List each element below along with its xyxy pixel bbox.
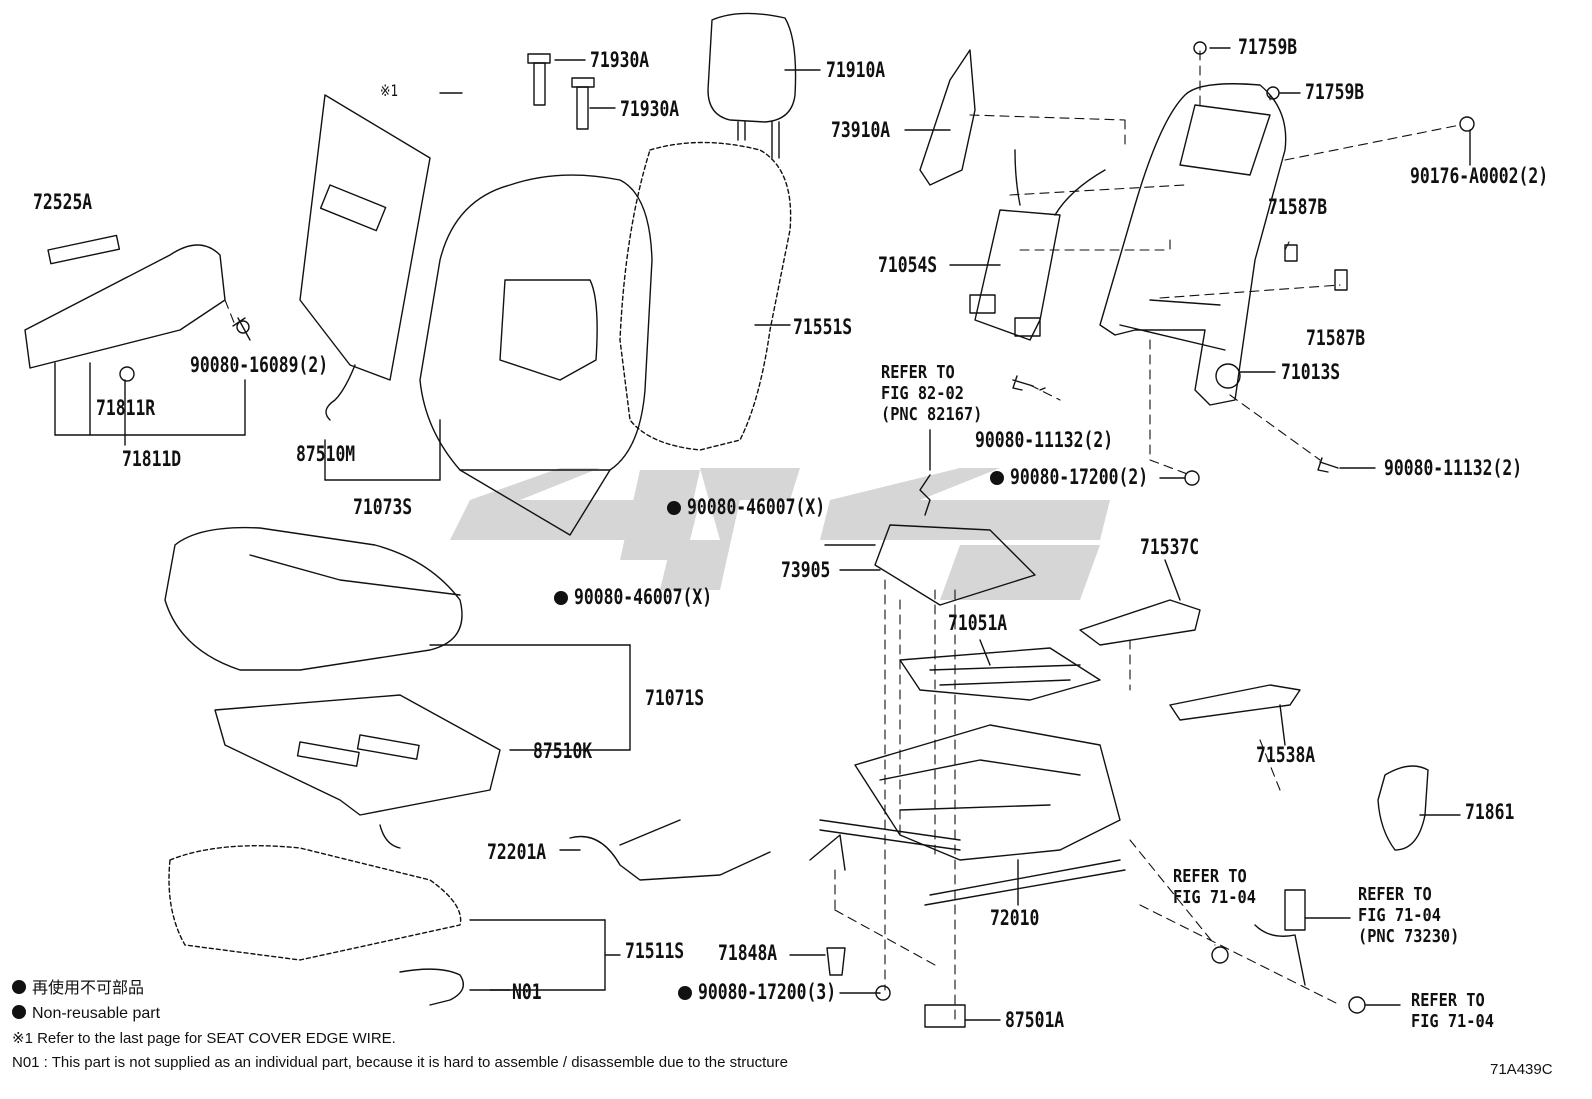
edge-wire <box>399 968 464 1006</box>
seatback-frame <box>1099 83 1287 406</box>
label-72525a: 72525A <box>33 190 93 214</box>
side-shield <box>24 234 250 382</box>
seatback-heater <box>299 94 431 421</box>
label-text: 90080-17200(2) <box>1010 465 1149 489</box>
grommet-71759b <box>1266 86 1280 100</box>
legend-dot <box>12 980 26 994</box>
inner-shield-71537c <box>1079 599 1201 646</box>
pin-71930a <box>527 53 595 130</box>
label-87510m: 87510M <box>296 442 356 466</box>
label-73910a: 73910A <box>831 118 891 142</box>
watermark-logo <box>450 468 1110 600</box>
leader-lines <box>54 47 1471 1021</box>
label-71051a: 71051A <box>948 611 1008 635</box>
seat-heater <box>214 694 501 849</box>
label-71861: 71861 <box>1465 800 1515 824</box>
legend-dot <box>12 1005 26 1019</box>
ref-fig-82-02: REFER TO FIG 82-02 (PNC 82167) <box>881 362 983 425</box>
label-71759b-2: 71759B <box>1305 80 1365 104</box>
clip-71587b <box>1334 269 1348 291</box>
seat-cushion-pad <box>164 526 463 671</box>
label-90080-11132: 90080-11132(2) <box>975 428 1114 452</box>
label-71013s: 71013S <box>1281 360 1341 384</box>
legend-en: Non-reusable part <box>12 1005 160 1022</box>
label-90080-46007: 90080-46007(X) <box>667 497 864 518</box>
ref-fig-71-04-2: REFER TO FIG 71-04 <box>1411 990 1494 1032</box>
seat-back-board-71861 <box>1377 765 1429 851</box>
label-90080-46007-2: 90080-46007(X) <box>554 587 751 608</box>
side-airbag <box>919 49 976 186</box>
label-n01: N01 <box>512 980 542 1004</box>
clip-71587b <box>1284 244 1298 262</box>
seatback-pad <box>419 174 653 536</box>
assembly-lines <box>224 49 1461 1021</box>
label-90080-17200-3: 90080-17200(3) <box>678 982 875 1003</box>
label-star1: ※1 <box>380 81 398 100</box>
label-71071s: 71071S <box>645 686 705 710</box>
non-reusable-dot <box>667 500 681 515</box>
label-71811d: 71811D <box>122 447 182 471</box>
non-reusable-dot <box>678 985 692 1000</box>
label-90080-11132-2: 90080-11132(2) <box>1384 456 1523 480</box>
label-71538a: 71538A <box>1256 743 1316 767</box>
label-71848a: 71848A <box>718 941 778 965</box>
inner-shield-71538a <box>1169 684 1301 721</box>
label-71054s: 71054S <box>878 253 938 277</box>
label-72010: 72010 <box>990 906 1040 930</box>
label-90080-17200-2: 90080-17200(2) <box>990 467 1187 488</box>
label-71587b-2: 71587B <box>1306 326 1366 350</box>
label-71910a: 71910A <box>826 58 886 82</box>
legend-jp: 再使用不可部品 <box>12 980 144 997</box>
label-71759b: 71759B <box>1238 35 1298 59</box>
label-text: 90080-17200(3) <box>698 980 837 1004</box>
label-87510k: 87510K <box>533 739 593 763</box>
seat-cushion-cover <box>168 845 462 961</box>
label-71511s: 71511S <box>625 939 685 963</box>
label-87501a: 87501A <box>1005 1008 1065 1032</box>
label-71930a: 71930A <box>590 48 650 72</box>
ref-fig-71-04: REFER TO FIG 71-04 <box>1173 866 1256 908</box>
legend-en-text: Non-reusable part <box>32 1005 161 1022</box>
occupant-sensor <box>824 474 1036 606</box>
label-90176: 90176-A0002(2) <box>1410 164 1549 188</box>
seatback-cover <box>619 141 792 451</box>
label-73905: 73905 <box>781 558 831 582</box>
label-text: 90080-46007(X) <box>687 495 826 519</box>
label-90080-16089: 90080-16089(2) <box>190 353 329 377</box>
connector-87501a <box>924 1004 966 1028</box>
clip-71848a <box>826 947 846 976</box>
label-71073s: 71073S <box>353 495 413 519</box>
label-71537c: 71537C <box>1140 535 1200 559</box>
bolts <box>232 317 1339 1001</box>
seat-frame-adjuster <box>809 724 1126 906</box>
nut-90176 <box>1459 116 1475 132</box>
label-71551s: 71551S <box>793 315 853 339</box>
grommet-71759b <box>1193 41 1207 55</box>
note-n01: N01 : This part is not supplied as an in… <box>12 1054 788 1071</box>
headrest <box>707 12 797 159</box>
ref-fig-71-04-pnc: REFER TO FIG 71-04 (PNC 73230) <box>1358 884 1460 947</box>
label-72201a: 72201A <box>487 840 547 864</box>
note-edge-wire: ※1 Refer to the last page for SEAT COVER… <box>12 1030 396 1047</box>
seat-spring <box>899 647 1101 701</box>
figure-code: 71A439C <box>1490 1061 1553 1078</box>
label-text: 90080-46007(X) <box>574 585 713 609</box>
legend-jp-text: 再使用不可部品 <box>32 980 145 997</box>
adjust-lever <box>569 819 771 881</box>
lumbar-support <box>969 149 1106 341</box>
non-reusable-dot <box>554 590 568 605</box>
label-71811r: 71811R <box>96 396 156 420</box>
label-71930a-2: 71930A <box>620 97 680 121</box>
seat-belt-buckle <box>1211 889 1366 1014</box>
label-71587b: 71587B <box>1268 195 1328 219</box>
non-reusable-dot <box>990 470 1004 485</box>
